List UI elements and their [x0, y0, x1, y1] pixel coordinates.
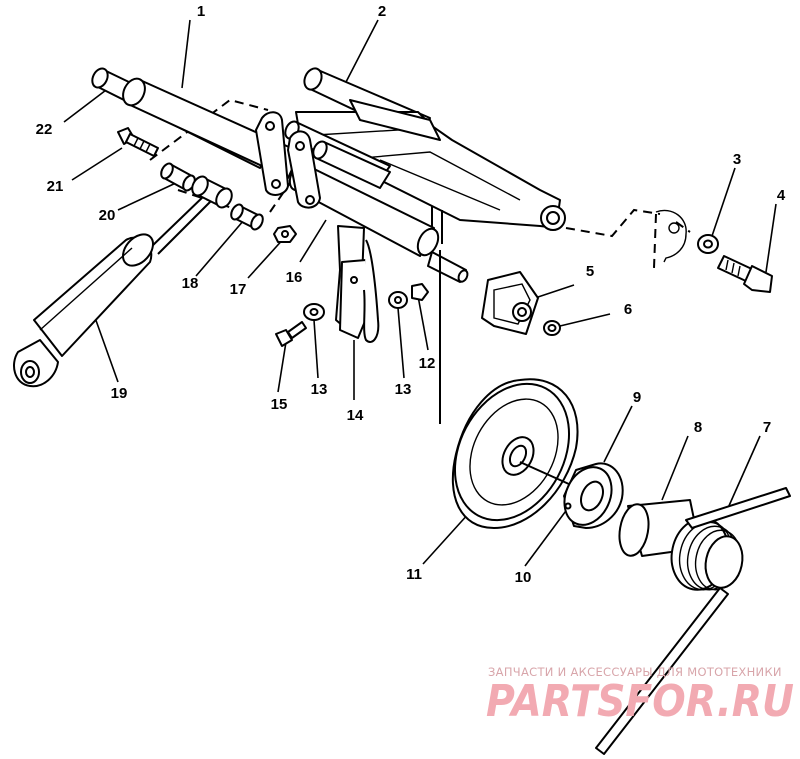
label-9: 9 — [633, 389, 641, 406]
side-plates — [255, 111, 321, 209]
label-12: 12 — [419, 355, 436, 372]
washer-6 — [543, 320, 561, 336]
label-22: 22 — [36, 121, 53, 138]
torsion-spring — [595, 487, 791, 755]
bushing-18-large — [191, 175, 233, 209]
upper-cross-shaft — [91, 67, 301, 179]
idler-wheel — [451, 378, 601, 529]
label-13-left: 13 — [311, 381, 328, 398]
label-18: 18 — [182, 275, 199, 292]
label-2: 2 — [378, 3, 386, 20]
label-17: 17 — [230, 281, 247, 298]
label-15: 15 — [271, 396, 288, 413]
label-1: 1 — [197, 3, 205, 20]
label-5: 5 — [586, 263, 594, 280]
label-3: 3 — [733, 151, 741, 168]
limiter-bracket — [335, 225, 380, 343]
label-14: 14 — [347, 407, 364, 424]
label-7: 7 — [763, 419, 771, 436]
washer-13-right — [388, 291, 408, 309]
label-19: 19 — [111, 385, 128, 402]
label-16: 16 — [286, 269, 303, 286]
rear-bracket — [653, 209, 687, 269]
nut-17 — [273, 225, 297, 243]
nut-12 — [411, 283, 429, 301]
adjuster-block — [481, 271, 539, 335]
label-11: 11 — [406, 566, 422, 583]
bolt-21 — [117, 127, 159, 157]
watermark: ЗАПЧАСТИ И АКСЕССУАРЫ ДЛЯ МОТОТЕХНИКИ PA… — [486, 665, 794, 727]
washer-3 — [697, 234, 719, 254]
part-number-labels: 1 2 3 4 5 6 7 8 9 10 11 12 13 13 14 15 1… — [36, 3, 786, 586]
label-13-right: 13 — [395, 381, 412, 398]
label-21: 21 — [47, 178, 64, 195]
bushing-18-small — [230, 203, 264, 231]
shock-absorber — [13, 193, 213, 388]
bearing-collar — [563, 462, 624, 529]
label-4: 4 — [777, 187, 786, 204]
watermark-brand: PARTSFOR.RU — [486, 676, 794, 727]
label-10: 10 — [515, 569, 532, 586]
label-6: 6 — [624, 301, 632, 318]
watermark-tagline: ЗАПЧАСТИ И АКСЕССУАРЫ ДЛЯ МОТОТЕХНИКИ — [488, 665, 782, 679]
washer-13-left — [303, 303, 325, 321]
bolt-15 — [275, 321, 307, 347]
label-20: 20 — [99, 207, 116, 224]
label-8: 8 — [694, 419, 702, 436]
bolt-4 — [717, 255, 773, 293]
